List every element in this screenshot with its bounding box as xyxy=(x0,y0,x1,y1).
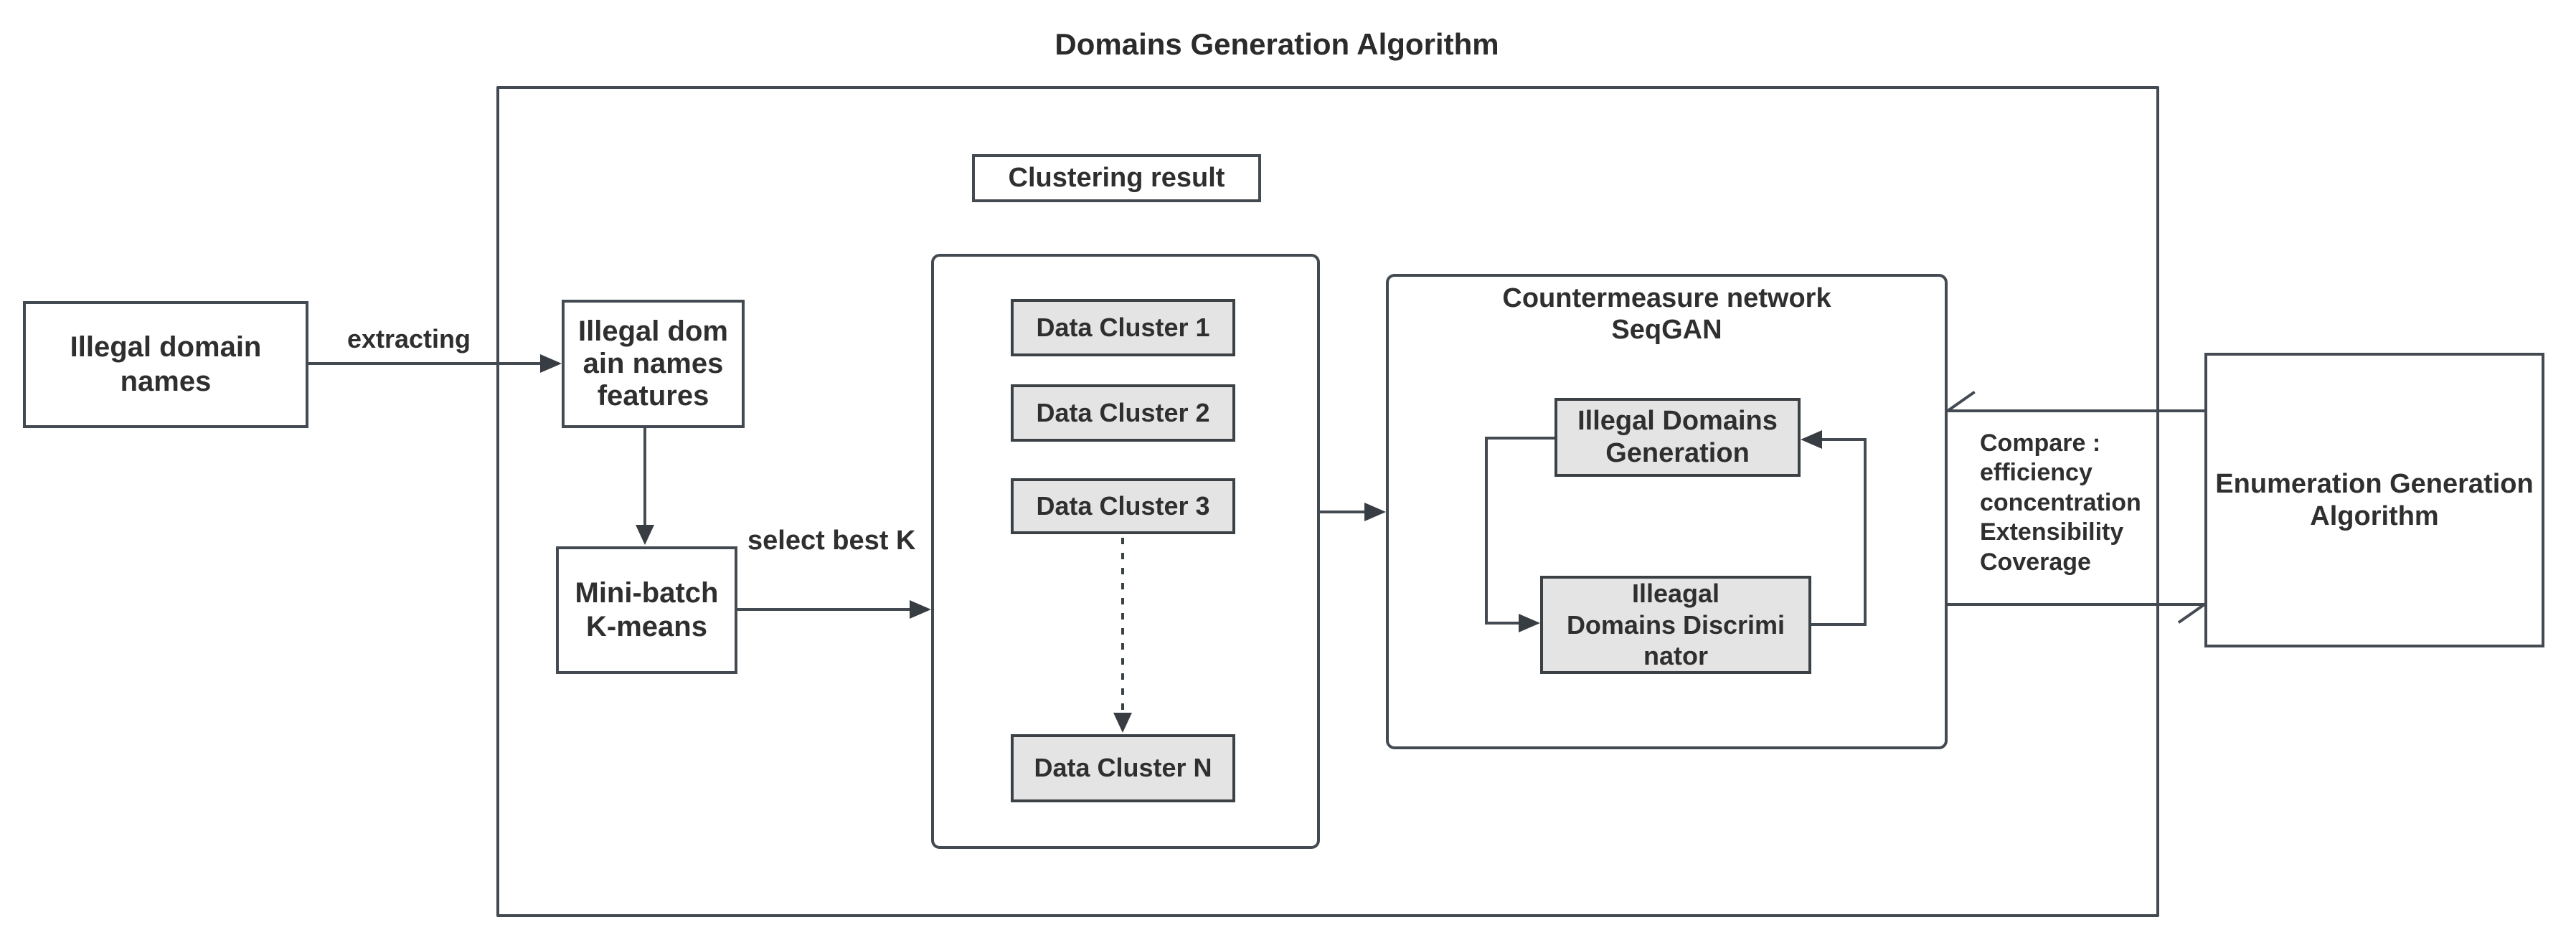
node-illegal-domain-names-features: Illegal dom ain names features xyxy=(562,300,745,428)
arrowhead-right-icon xyxy=(1364,503,1386,521)
loop-right-vertical-line xyxy=(1864,438,1867,626)
arrow-cluster-dotted-line xyxy=(1121,538,1124,710)
label-extracting: extracting xyxy=(346,324,471,353)
label-select-best-k: select best K xyxy=(747,526,916,556)
node-data-cluster-1: Data Cluster 1 xyxy=(1011,299,1235,356)
loop-right-top-line xyxy=(1822,438,1867,441)
countermeasure-network-container xyxy=(1386,274,1948,749)
arrowhead-left-icon xyxy=(1801,430,1822,449)
arrowhead-down-icon xyxy=(1113,713,1132,733)
arrow-kmeans-to-cluster-line xyxy=(737,608,913,611)
loop-left-top-line xyxy=(1486,437,1554,440)
node-data-cluster-n: Data Cluster N xyxy=(1011,734,1235,802)
arrowhead-right-icon xyxy=(1519,614,1540,632)
node-illegal-domains-discriminator: Illeagal Domains Discrimi nator xyxy=(1540,576,1811,674)
diagram-title: Domains Generation Algorithm xyxy=(1055,27,1499,61)
label-compare-criteria: Compare : efficiency concentration Exten… xyxy=(1980,429,2141,576)
node-illegal-domains-generation: Illegal Domains Generation xyxy=(1554,398,1801,477)
arrowhead-open-right-icon xyxy=(2177,603,2206,624)
arrowhead-down-icon xyxy=(636,525,654,545)
node-mini-batch-kmeans: Mini-batch K-means xyxy=(556,546,737,674)
arrow-extracting-line xyxy=(308,362,545,365)
arrowhead-right-icon xyxy=(540,354,562,373)
arrow-enumeration-to-seqgan-line xyxy=(1948,409,2204,412)
domains-generation-algorithm-container xyxy=(496,86,2159,917)
node-data-cluster-3: Data Cluster 3 xyxy=(1011,478,1235,534)
node-enumeration-generation-algorithm: Enumeration Generation Algorithm xyxy=(2204,353,2544,647)
loop-right-bottom-line xyxy=(1811,623,1867,626)
arrowhead-right-icon xyxy=(910,600,931,619)
label-countermeasure-network-seqgan: Countermeasure network SeqGAN xyxy=(1502,283,1831,346)
node-data-cluster-2: Data Cluster 2 xyxy=(1011,384,1235,442)
arrow-seqgan-to-enumeration-line xyxy=(1948,603,2204,606)
arrow-features-to-kmeans-line xyxy=(643,428,646,528)
label-clustering-result: Clustering result xyxy=(972,154,1261,202)
clustering-result-container xyxy=(931,254,1320,849)
loop-left-vertical-line xyxy=(1485,437,1488,625)
loop-left-bottom-line xyxy=(1486,622,1521,625)
node-illegal-domain-names: Illegal domain names xyxy=(23,301,308,428)
arrow-cluster-to-seqgan-line xyxy=(1320,511,1367,513)
